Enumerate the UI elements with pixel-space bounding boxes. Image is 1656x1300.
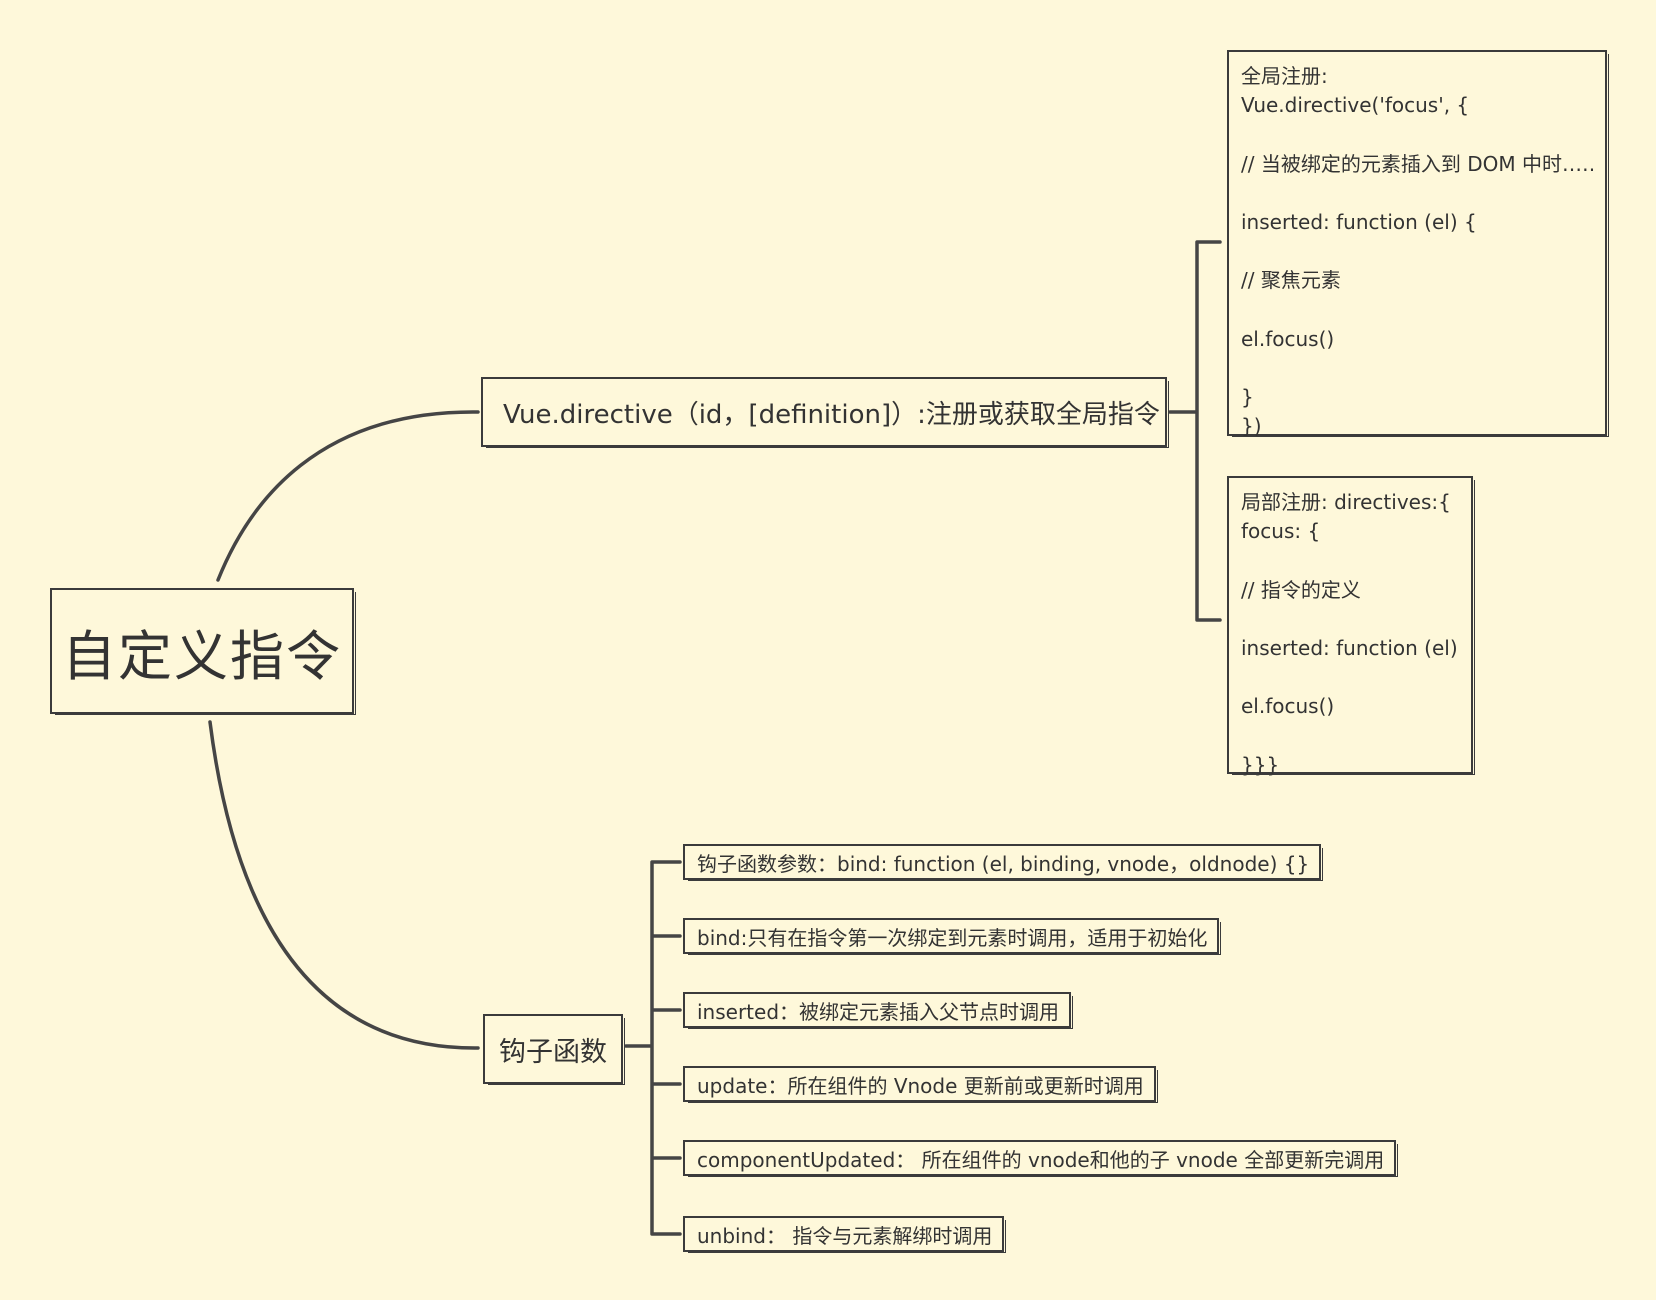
hook-item-unbind[interactable]: unbind： 指令与元素解绑时调用 xyxy=(683,1216,1007,1253)
code-line: 局部注册: directives:{ xyxy=(1241,490,1451,514)
hook-item-bind[interactable]: bind:只有在指令第一次绑定到元素时调用，适用于初始化 xyxy=(683,918,1222,955)
hook-item-label: unbind： 指令与元素解绑时调用 xyxy=(697,1223,993,1248)
hook-item-label: bind:只有在指令第一次绑定到元素时调用，适用于初始化 xyxy=(697,925,1208,950)
connector-directive-bracket xyxy=(1168,240,1222,622)
hook-item-component-updated[interactable]: componentUpdated： 所在组件的 vnode和他的子 vnode … xyxy=(683,1140,1399,1177)
code-line xyxy=(1241,179,1593,208)
code-line: Vue.directive('focus', { xyxy=(1241,93,1470,118)
hook-item-params[interactable]: 钩子函数参数：bind: function (el, binding, vnod… xyxy=(683,844,1324,881)
hook-item-inserted[interactable]: inserted：被绑定元素插入父节点时调用 xyxy=(683,992,1074,1029)
directive-branch-label: Vue.directive（id，[definition]）:注册或获取全局指令 xyxy=(503,399,1160,430)
code-line: }}} xyxy=(1241,752,1280,777)
code-line: // 当被绑定的元素插入到 DOM 中时…… xyxy=(1241,151,1593,176)
hook-item-update[interactable]: update：所在组件的 Vnode 更新前或更新时调用 xyxy=(683,1066,1158,1103)
code-line: // 指令的定义 xyxy=(1241,577,1361,602)
hook-item-label: update：所在组件的 Vnode 更新前或更新时调用 xyxy=(697,1073,1144,1098)
local-registration-box[interactable]: 局部注册: directives:{ focus: { // 指令的定义 ins… xyxy=(1227,476,1475,777)
connector-root-hooks xyxy=(208,720,480,1050)
code-line xyxy=(1241,663,1459,692)
code-line xyxy=(1241,296,1593,325)
hooks-branch-node[interactable]: 钩子函数 xyxy=(483,1014,625,1085)
code-line: }) xyxy=(1241,414,1262,439)
code-line xyxy=(1241,120,1593,149)
global-registration-box[interactable]: 全局注册: Vue.directive('focus', { // 当被绑定的元… xyxy=(1227,50,1609,438)
code-line: 全局注册: xyxy=(1241,64,1328,88)
code-line: el.focus() xyxy=(1241,694,1335,719)
code-line xyxy=(1241,605,1459,634)
code-line xyxy=(1241,354,1593,383)
code-line: } xyxy=(1241,385,1254,410)
code-line: inserted: function (el) { xyxy=(1241,209,1477,234)
code-line xyxy=(1241,546,1459,575)
hook-item-label: inserted：被绑定元素插入父节点时调用 xyxy=(697,999,1060,1024)
connector-root-directive xyxy=(216,410,480,582)
hook-item-label: 钩子函数参数：bind: function (el, binding, vnod… xyxy=(697,851,1310,876)
hooks-branch-label: 钩子函数 xyxy=(499,1036,607,1068)
code-line xyxy=(1241,237,1593,266)
code-line: inserted: function (el) { xyxy=(1241,635,1459,660)
connector-hooks-bracket xyxy=(624,860,682,1236)
code-line: el.focus() xyxy=(1241,326,1335,351)
code-line xyxy=(1241,722,1459,751)
directive-branch-node[interactable]: Vue.directive（id，[definition]）:注册或获取全局指令 xyxy=(481,377,1169,448)
code-line: // 聚焦元素 xyxy=(1241,268,1341,293)
root-node[interactable]: 自定义指令 xyxy=(50,588,356,715)
code-line: focus: { xyxy=(1241,519,1321,544)
root-label: 自定义指令 xyxy=(62,624,342,688)
hook-item-label: componentUpdated： 所在组件的 vnode和他的子 vnode … xyxy=(697,1147,1385,1172)
